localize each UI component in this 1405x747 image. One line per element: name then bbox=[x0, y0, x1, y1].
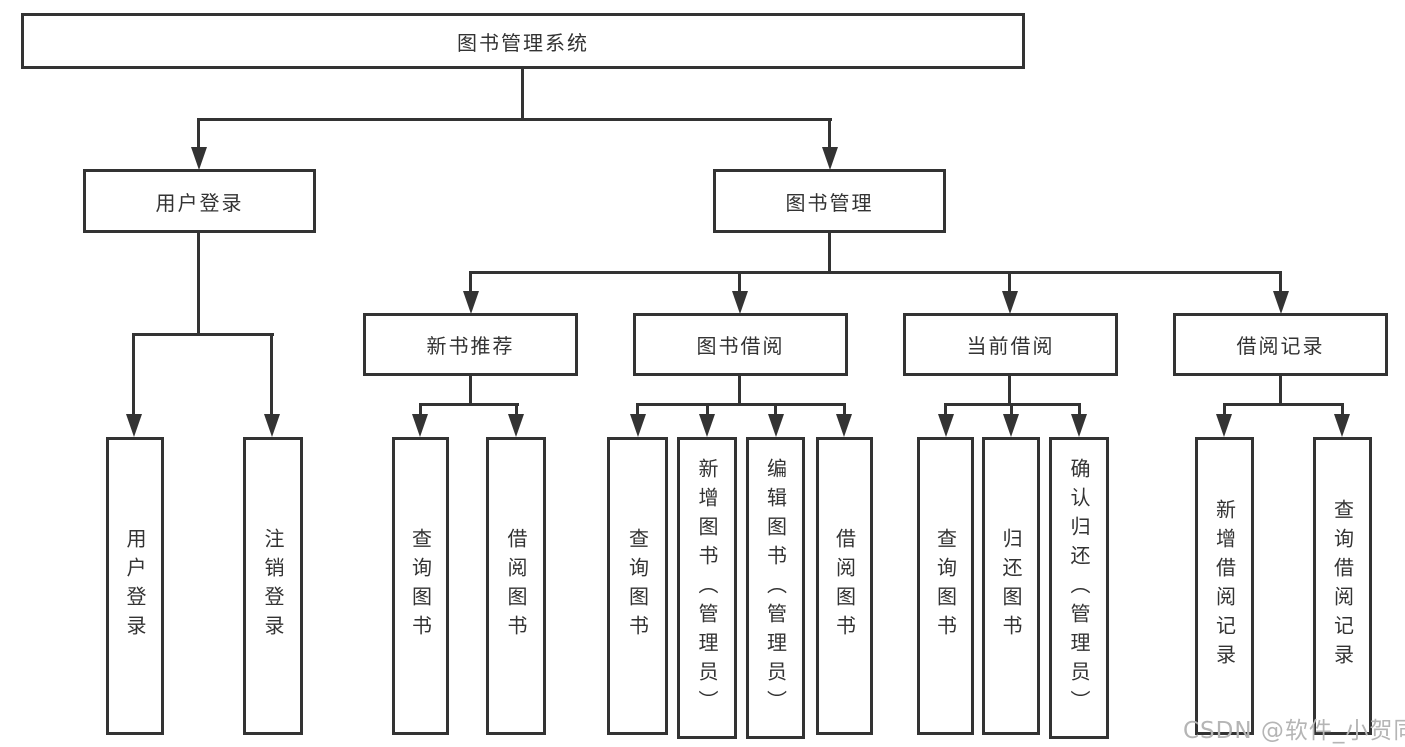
node-current-query: 查询图书 bbox=[917, 437, 974, 735]
connector-user-child2-drop bbox=[270, 333, 273, 415]
node-logout-leaf-label: 注销登录 bbox=[261, 528, 285, 644]
connector-g2-split bbox=[636, 403, 846, 406]
node-newbook-query: 查询图书 bbox=[392, 437, 449, 735]
node-borrow-edit-admin: 编辑图书（管理员） bbox=[746, 437, 805, 739]
node-newbook-borrow: 借阅图书 bbox=[486, 437, 546, 735]
arrowhead-g1c2 bbox=[508, 414, 524, 437]
connector-g2c1-drop bbox=[636, 403, 639, 417]
node-current-return: 归还图书 bbox=[982, 437, 1040, 735]
node-logout-leaf: 注销登录 bbox=[243, 437, 303, 735]
node-book-borrow-label: 图书借阅 bbox=[696, 334, 785, 358]
arrowhead-bookborrow bbox=[732, 291, 748, 314]
node-borrow-record-label: 借阅记录 bbox=[1236, 334, 1325, 358]
connector-g1c1-drop bbox=[419, 403, 422, 417]
arrowhead-user-child2 bbox=[264, 414, 280, 437]
node-new-book-recommend: 新书推荐 bbox=[363, 313, 578, 376]
connector-g4c2-drop bbox=[1341, 403, 1344, 417]
arrowhead-user-login bbox=[191, 147, 207, 170]
node-current-confirm-admin-label: 确认归还（管理员） bbox=[1067, 457, 1091, 719]
node-new-book-recommend-label: 新书推荐 bbox=[426, 334, 515, 358]
connector-g4c1-drop bbox=[1223, 403, 1226, 417]
node-current-confirm-admin: 确认归还（管理员） bbox=[1049, 437, 1109, 739]
arrowhead-g3c2 bbox=[1003, 414, 1019, 437]
node-user-login-leaf: 用户登录 bbox=[106, 437, 164, 735]
node-borrow-record: 借阅记录 bbox=[1173, 313, 1388, 376]
node-record-add-label: 新增借阅记录 bbox=[1212, 499, 1237, 673]
arrowhead-g3c3 bbox=[1071, 414, 1087, 437]
node-library-system: 图书管理系统 bbox=[21, 13, 1025, 69]
connector-bookborrow-drop bbox=[738, 271, 741, 293]
connector-g4-split bbox=[1223, 403, 1344, 406]
arrowhead-user-child1 bbox=[126, 414, 142, 437]
arrowhead-g1c1 bbox=[412, 414, 428, 437]
arrowhead-g4c1 bbox=[1216, 414, 1232, 437]
connector-g1-split bbox=[419, 403, 519, 406]
arrowhead-borrowrecord bbox=[1273, 291, 1289, 314]
connector-g2c4-drop bbox=[843, 403, 846, 417]
connector-borrowrecord-drop bbox=[1279, 271, 1282, 293]
connector-g2c3-drop bbox=[774, 403, 777, 417]
node-record-query-label: 查询借阅记录 bbox=[1330, 499, 1355, 673]
connector-user-login-drop bbox=[197, 118, 200, 148]
node-book-borrow: 图书借阅 bbox=[633, 313, 848, 376]
node-book-management-label: 图书管理 bbox=[785, 190, 874, 215]
connector-user-stem bbox=[197, 233, 200, 336]
node-library-system-label: 图书管理系统 bbox=[457, 30, 589, 55]
connector-level2-split bbox=[197, 118, 832, 121]
node-current-query-label: 查询图书 bbox=[933, 528, 958, 644]
connector-root-stem bbox=[521, 69, 524, 120]
node-current-borrow: 当前借阅 bbox=[903, 313, 1118, 376]
arrowhead-g2c1 bbox=[630, 414, 646, 437]
connector-g3-stem bbox=[1008, 376, 1011, 405]
connector-currentborrow-drop bbox=[1008, 271, 1011, 293]
connector-g2c2-drop bbox=[706, 403, 709, 417]
arrowhead-g2c2 bbox=[699, 414, 715, 437]
node-newbook-borrow-label: 借阅图书 bbox=[504, 528, 528, 644]
node-newbook-query-label: 查询图书 bbox=[408, 528, 433, 644]
node-current-return-label: 归还图书 bbox=[999, 528, 1023, 644]
connector-g1-stem bbox=[469, 376, 472, 405]
connector-level3-split bbox=[469, 271, 1282, 274]
arrowhead-g3c1 bbox=[938, 414, 954, 437]
arrowhead-g2c3 bbox=[768, 414, 784, 437]
node-borrow-add-admin-label: 新增图书（管理员） bbox=[695, 457, 719, 719]
arrowhead-currentborrow bbox=[1002, 291, 1018, 314]
connector-user-child1-drop bbox=[132, 333, 135, 415]
node-record-add: 新增借阅记录 bbox=[1195, 437, 1254, 735]
node-borrow-query: 查询图书 bbox=[607, 437, 668, 735]
connector-mgmt-stem bbox=[828, 233, 831, 274]
connector-g1c2-drop bbox=[515, 403, 518, 417]
connector-newbook-drop bbox=[469, 271, 472, 293]
connector-g3c1-drop bbox=[944, 403, 947, 417]
connector-g4-stem bbox=[1279, 376, 1282, 405]
connector-g3c2-drop bbox=[1010, 403, 1013, 417]
arrowhead-g2c4 bbox=[836, 414, 852, 437]
connector-book-mgmt-drop bbox=[828, 118, 831, 148]
node-borrow-borrow-label: 借阅图书 bbox=[832, 528, 857, 644]
node-user-login: 用户登录 bbox=[83, 169, 316, 233]
node-current-borrow-label: 当前借阅 bbox=[966, 334, 1055, 358]
csdn-watermark: CSDN @软件_小贺同学 bbox=[1183, 718, 1405, 744]
node-borrow-add-admin: 新增图书（管理员） bbox=[677, 437, 737, 739]
arrowhead-newbook bbox=[463, 291, 479, 314]
connector-g2-stem bbox=[738, 376, 741, 405]
node-record-query: 查询借阅记录 bbox=[1313, 437, 1372, 735]
node-user-login-leaf-label: 用户登录 bbox=[123, 528, 147, 644]
arrowhead-book-mgmt bbox=[822, 147, 838, 170]
node-borrow-edit-admin-label: 编辑图书（管理员） bbox=[763, 457, 788, 719]
connector-g3c3-drop bbox=[1078, 403, 1081, 417]
node-user-login-label: 用户登录 bbox=[155, 190, 244, 215]
connector-user-split bbox=[132, 333, 274, 336]
arrowhead-g4c2 bbox=[1334, 414, 1350, 437]
node-book-management: 图书管理 bbox=[713, 169, 946, 233]
node-borrow-borrow: 借阅图书 bbox=[816, 437, 873, 735]
node-borrow-query-label: 查询图书 bbox=[625, 528, 650, 644]
